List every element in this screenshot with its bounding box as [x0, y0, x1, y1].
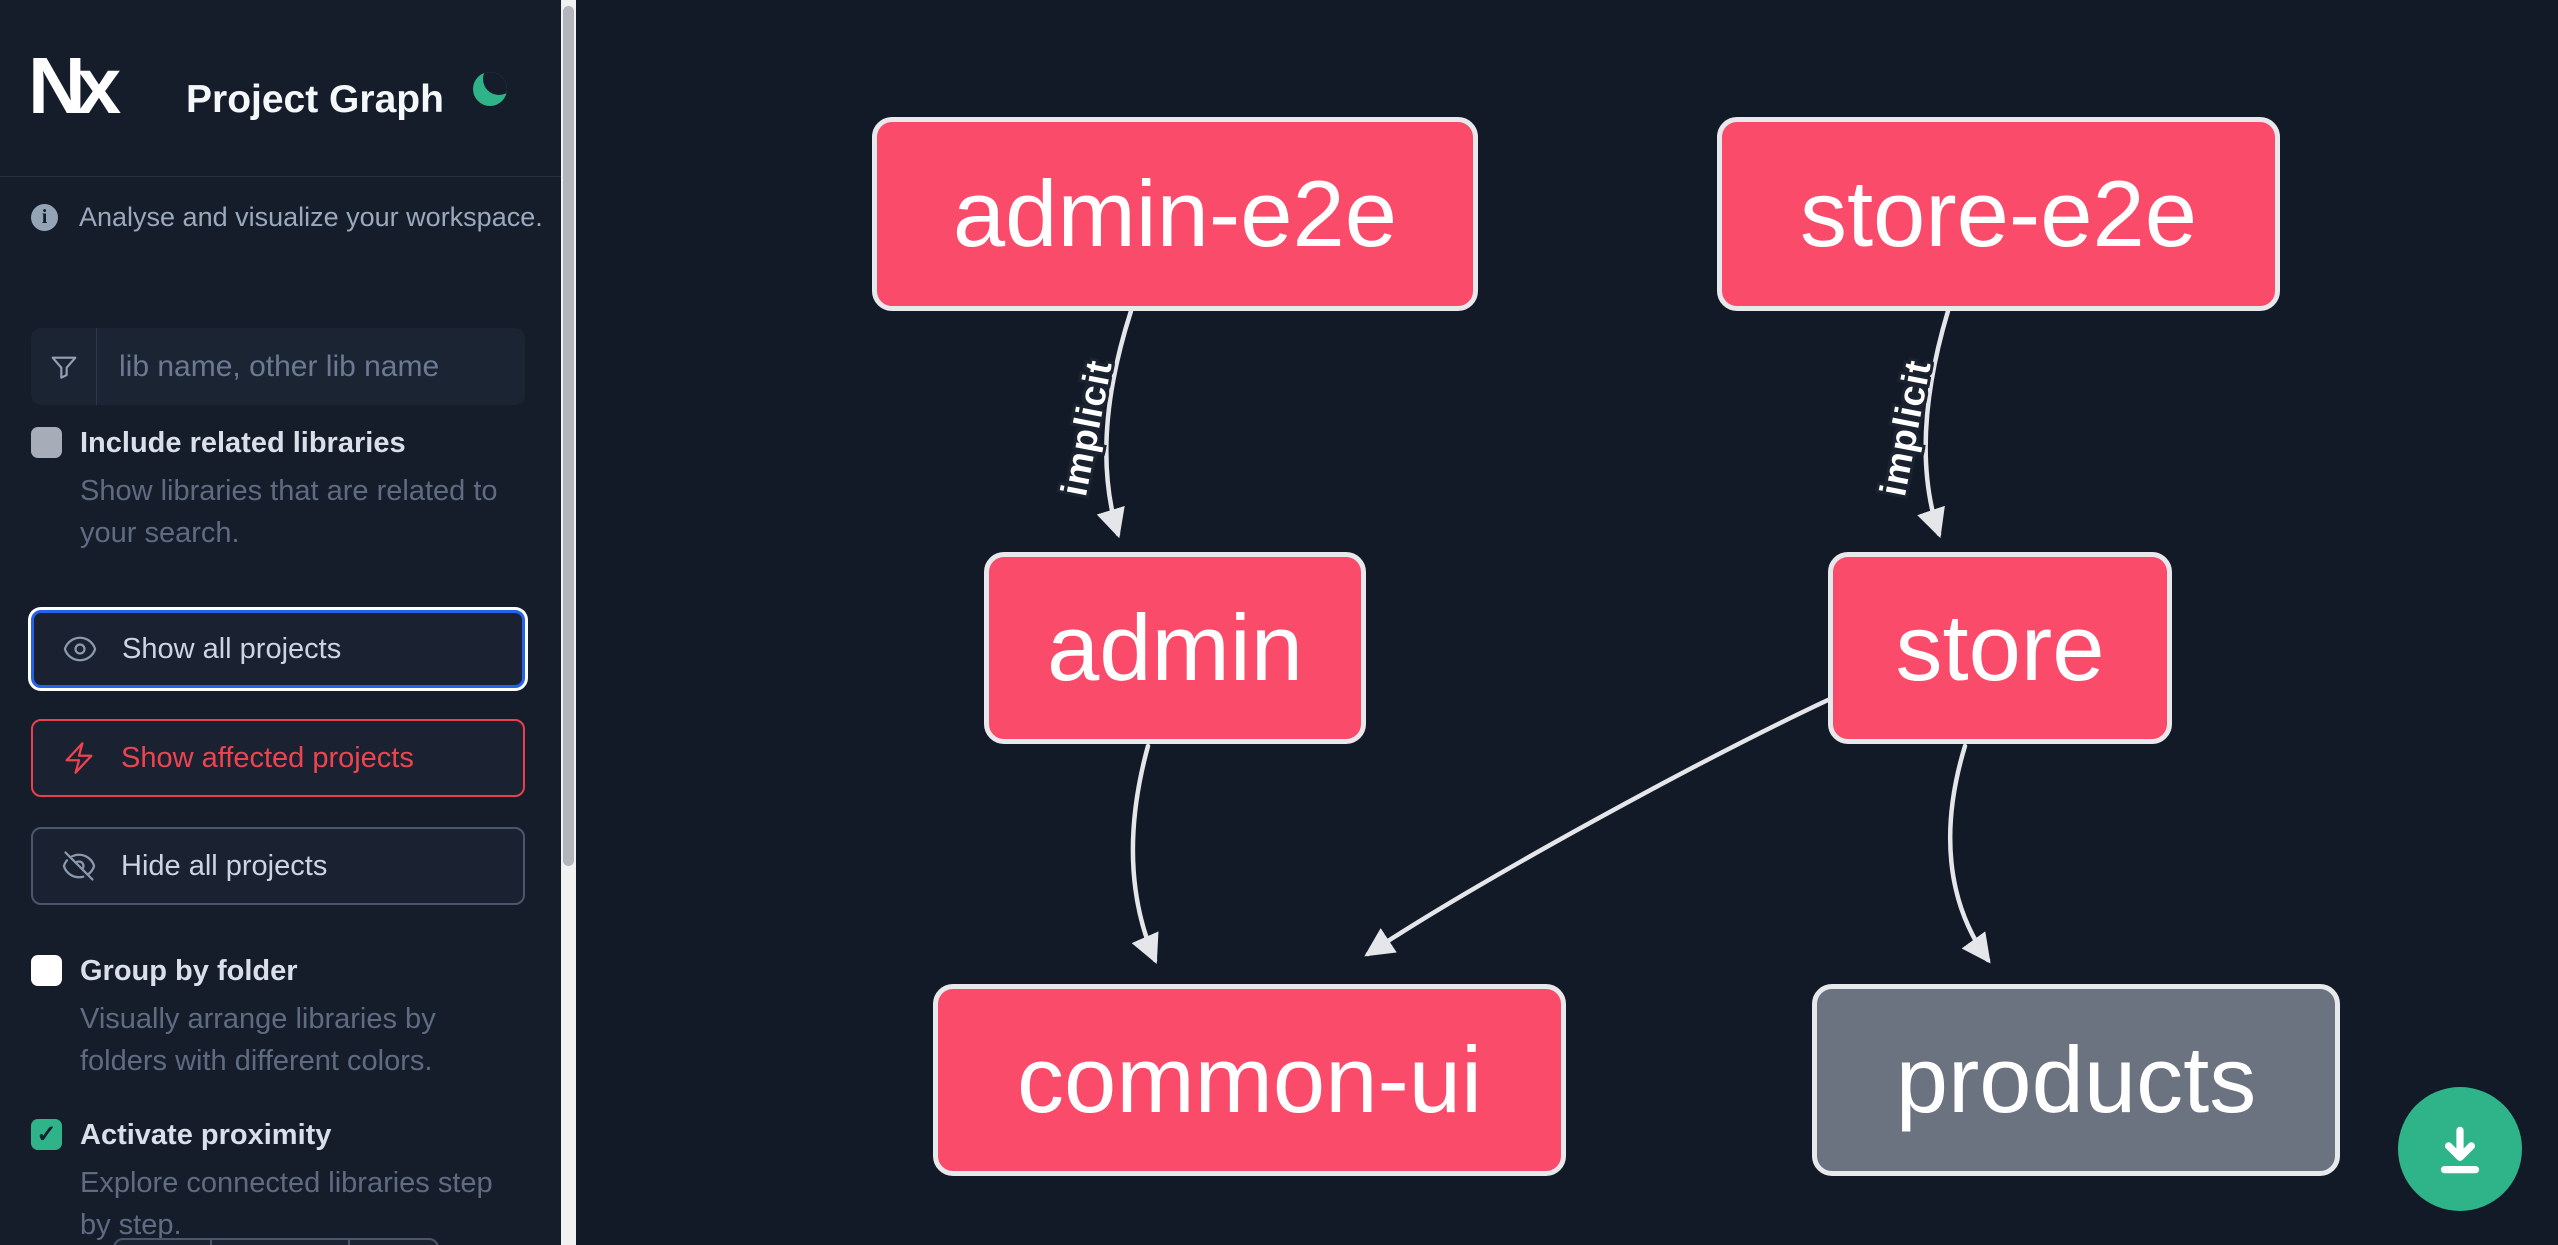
hide-all-projects-button[interactable]: Hide all projects	[31, 827, 525, 905]
graph-node-admin[interactable]: admin	[984, 552, 1366, 744]
bolt-icon	[65, 742, 93, 774]
graph-node-products[interactable]: products	[1812, 984, 2340, 1176]
sidebar-scrollbar[interactable]	[561, 0, 576, 1245]
edge-store-e2e-store	[1917, 308, 1951, 539]
sidebar: Nx Project Graph i Analyse and visualize…	[0, 0, 561, 1245]
activate-proximity-toggle: ✓ Activate proximity Explore connected l…	[31, 1117, 531, 1245]
node-label: admin-e2e	[952, 161, 1398, 266]
node-label: store	[1895, 595, 2105, 700]
node-label: admin	[1046, 595, 1304, 700]
activate-proximity-label: Activate proximity	[80, 1119, 332, 1151]
bottom-button-segment[interactable]	[212, 1240, 350, 1245]
bottom-button-segment[interactable]	[115, 1240, 212, 1245]
nx-logo: Nx	[28, 41, 121, 130]
page-title: Project Graph	[186, 78, 444, 121]
include-related-toggle: Include related libraries Show libraries…	[31, 425, 531, 554]
bottom-button-segment[interactable]	[350, 1240, 437, 1245]
eye-icon	[63, 636, 97, 662]
graph-node-admin-e2e[interactable]: admin-e2e	[872, 117, 1478, 311]
library-search-box	[31, 328, 525, 405]
show-all-projects-label: Show all projects	[122, 632, 342, 665]
group-by-folder-toggle: Group by folder Visually arrange librari…	[31, 953, 531, 1082]
edge-label-implicit: implicit	[1872, 356, 1939, 500]
graph-node-common-ui[interactable]: common-ui	[933, 984, 1566, 1176]
show-all-projects-button[interactable]: Show all projects	[31, 610, 525, 688]
sidebar-scrollbar-thumb[interactable]	[563, 6, 574, 866]
group-by-folder-description: Visually arrange libraries by folders wi…	[80, 1003, 436, 1078]
edge-store-products	[1947, 743, 1991, 964]
funnel-filter-icon	[31, 328, 97, 405]
eye-slash-icon	[62, 851, 96, 881]
show-affected-projects-label: Show affected projects	[121, 741, 414, 774]
node-label: common-ui	[1017, 1027, 1482, 1132]
search-input[interactable]	[97, 328, 525, 405]
edge-store-common-ui	[1364, 697, 1831, 957]
group-by-folder-checkbox[interactable]	[31, 955, 62, 986]
show-affected-projects-button[interactable]: Show affected projects	[31, 719, 525, 797]
include-related-label: Include related libraries	[80, 427, 406, 459]
tagline-text: Analyse and visualize your workspace.	[79, 202, 543, 232]
node-label: products	[1895, 1027, 2257, 1132]
download-icon	[2440, 1126, 2480, 1174]
edge-label-implicit: implicit	[1053, 356, 1120, 500]
activate-proximity-description: Explore connected libraries step by step…	[80, 1167, 493, 1242]
edge-admin-common-ui	[1130, 743, 1159, 965]
bottom-button-group[interactable]	[113, 1238, 439, 1245]
theme-toggle-moon-icon[interactable]	[473, 72, 507, 106]
graph-node-store-e2e[interactable]: store-e2e	[1717, 117, 2280, 311]
sidebar-header: Nx Project Graph	[0, 0, 561, 177]
tagline-row: i Analyse and visualize your workspace.	[31, 202, 543, 233]
info-icon: i	[31, 204, 58, 231]
group-by-folder-label: Group by folder	[80, 955, 298, 987]
activate-proximity-checkbox[interactable]: ✓	[31, 1119, 62, 1150]
graph-node-store[interactable]: store	[1828, 552, 2172, 744]
edge-admin-e2e-admin	[1096, 308, 1134, 539]
hide-all-projects-label: Hide all projects	[121, 849, 328, 882]
include-related-checkbox[interactable]	[31, 427, 62, 458]
include-related-description: Show libraries that are related to your …	[80, 475, 498, 550]
node-label: store-e2e	[1799, 161, 2198, 266]
download-image-button[interactable]	[2398, 1087, 2522, 1211]
